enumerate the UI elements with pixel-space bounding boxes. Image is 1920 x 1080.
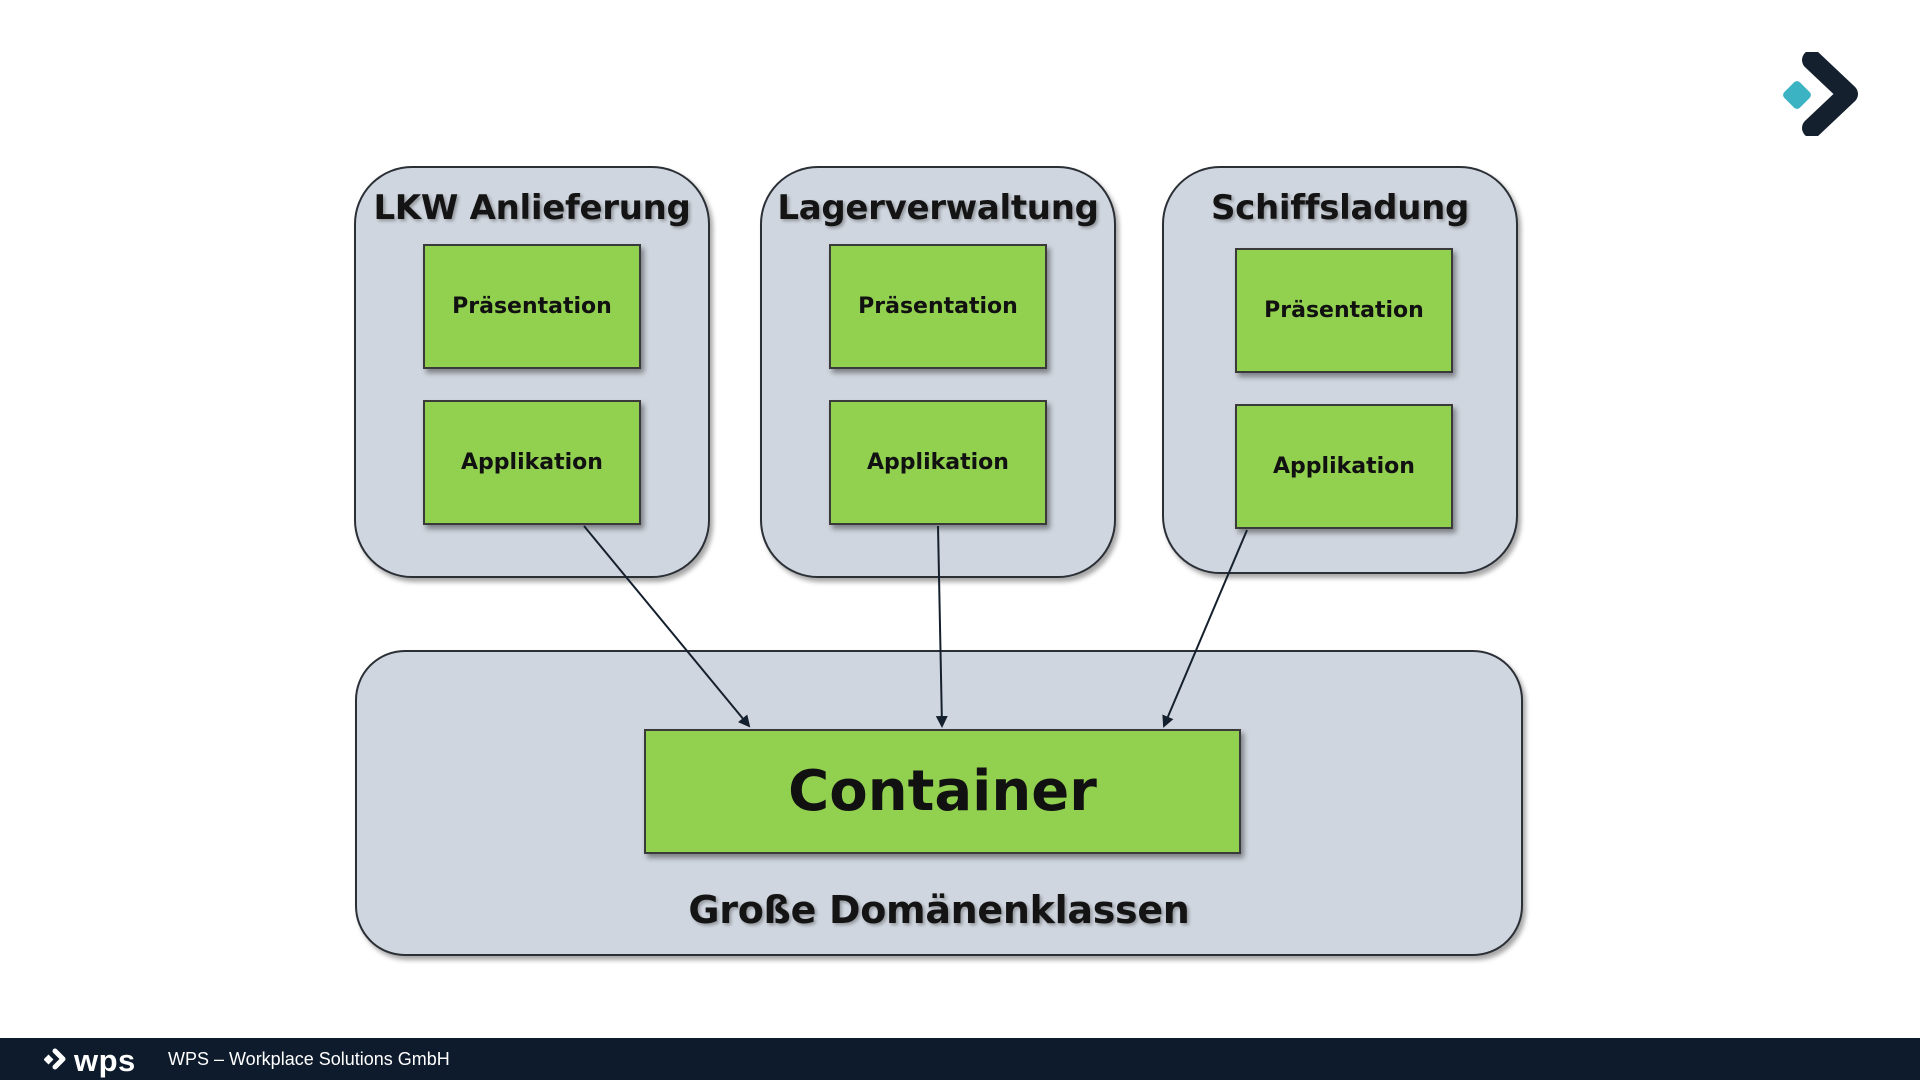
- footer-brand: wps: [74, 1043, 136, 1078]
- application-layer-box: Applikation: [423, 400, 641, 525]
- footer-company: WPS – Workplace Solutions GmbH: [168, 1049, 450, 1069]
- context-title: Lagerverwaltung: [777, 188, 1099, 228]
- arrow-schiff-to-container: [1162, 529, 1248, 728]
- presentation-layer-box: Präsentation: [423, 244, 641, 369]
- container-box: Container: [644, 729, 1241, 854]
- context-title: LKW Anlieferung: [373, 188, 691, 228]
- footer-bar: wps WPS – Workplace Solutions GmbH: [0, 1038, 1920, 1080]
- presentation-layer-box: Präsentation: [1235, 248, 1453, 373]
- application-layer-box: Applikation: [1235, 404, 1453, 529]
- wps-chevron-icon: [44, 1048, 66, 1070]
- context-title: Schiffsladung: [1210, 188, 1470, 228]
- presentation-layer-box: Präsentation: [829, 244, 1047, 369]
- domain-caption: Große Domänenklassen: [688, 888, 1190, 932]
- arrow-lkw-to-container: [583, 525, 751, 728]
- application-layer-box: Applikation: [829, 400, 1047, 525]
- arrow-lager-to-container: [935, 525, 948, 728]
- wps-logo-icon: [1783, 52, 1858, 136]
